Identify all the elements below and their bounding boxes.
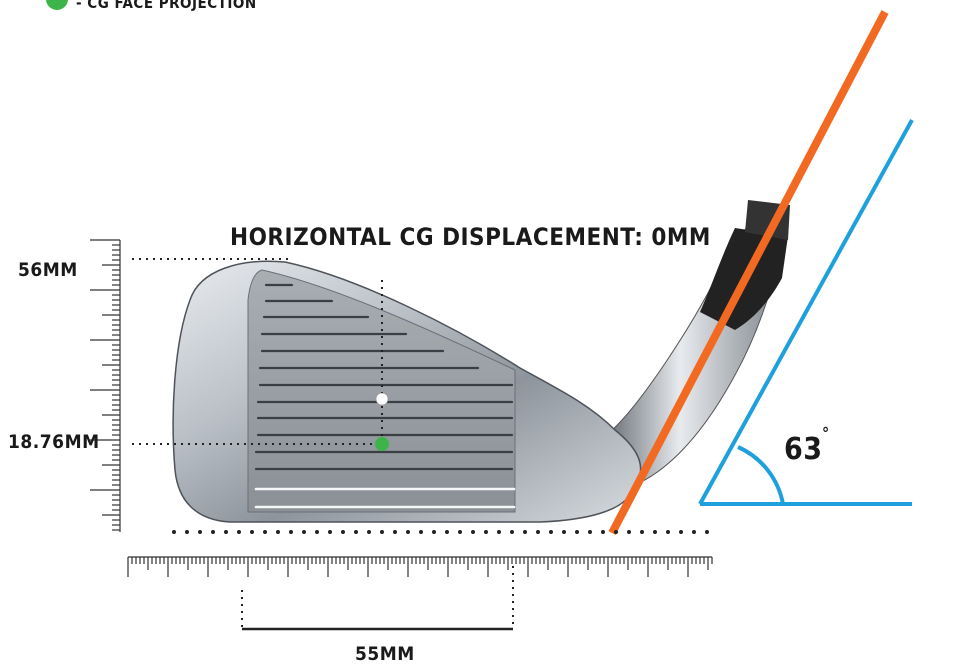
vertical-ruler <box>90 239 121 532</box>
lie-angle-label: 63 <box>784 432 823 467</box>
cg-height-label: 18.76MM <box>8 431 100 453</box>
shaft-axis-line <box>608 10 889 535</box>
lie-angle-indicator <box>698 119 914 506</box>
horizontal-ruler <box>127 556 713 577</box>
width-55mm-label: 55MM <box>355 643 415 665</box>
face-center-dot <box>375 392 389 406</box>
height-56mm-label: 56MM <box>18 259 78 281</box>
degree-symbol: ° <box>822 424 830 443</box>
measure-guides <box>132 258 514 628</box>
cg-projection-dot <box>375 437 389 451</box>
legend-label: - CG FACE PROJECTION <box>76 0 257 12</box>
horizontal-cg-label: HORIZONTAL CG DISPLACEMENT: 0MM <box>230 223 711 251</box>
cg-legend-dot-icon <box>46 0 68 10</box>
